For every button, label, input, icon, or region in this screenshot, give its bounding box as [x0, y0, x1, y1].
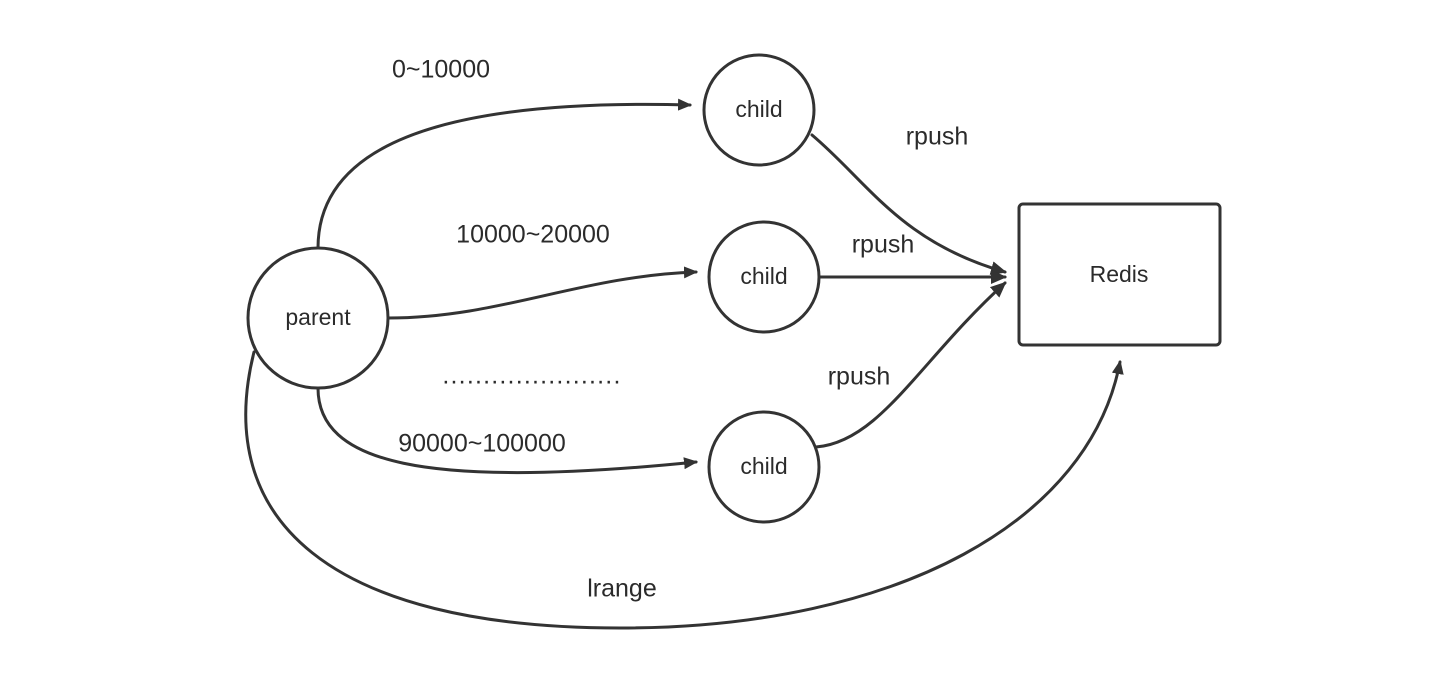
node-child-top[interactable]: child [702, 53, 816, 167]
edge-parent-to-child-top [316, 98, 692, 250]
edge-label-range-top: 0~10000 [392, 56, 490, 84]
child-bottom-circle[interactable] [707, 410, 821, 524]
edge-label-range-middle: 10000~20000 [456, 221, 610, 249]
child-middle-label: child [740, 263, 787, 289]
child-top-circle[interactable] [702, 53, 816, 167]
node-child-middle[interactable]: child [707, 220, 821, 334]
ellipsis-label: ...................... [442, 362, 621, 390]
edge-label-rpush-bottom: rpush [828, 363, 891, 391]
redis-label: Redis [1090, 261, 1149, 287]
child-top-label: child [735, 96, 782, 122]
edge-label-lrange: lrange [587, 575, 657, 603]
edge-parent-to-child-middle [386, 266, 698, 320]
edge-label-rpush-middle: rpush [852, 231, 915, 259]
edge-label-range-bottom: 90000~100000 [398, 430, 566, 458]
parent-label: parent [285, 304, 351, 330]
child-bottom-label: child [740, 453, 787, 479]
node-child-bottom[interactable]: child [707, 410, 821, 524]
edge-child-bottom-to-redis [814, 281, 1007, 449]
node-redis[interactable]: Redis [1017, 202, 1222, 347]
node-parent[interactable]: parent [246, 246, 390, 390]
parent-circle[interactable] [246, 246, 390, 390]
child-middle-circle[interactable] [707, 220, 821, 334]
redis-box[interactable] [1017, 202, 1222, 347]
edge-parent-to-child-bottom [316, 386, 698, 475]
edge-parent-to-redis-lrange [244, 350, 1124, 630]
edge-label-rpush-top: rpush [906, 123, 969, 151]
edge-child-top-to-redis [810, 133, 1007, 275]
